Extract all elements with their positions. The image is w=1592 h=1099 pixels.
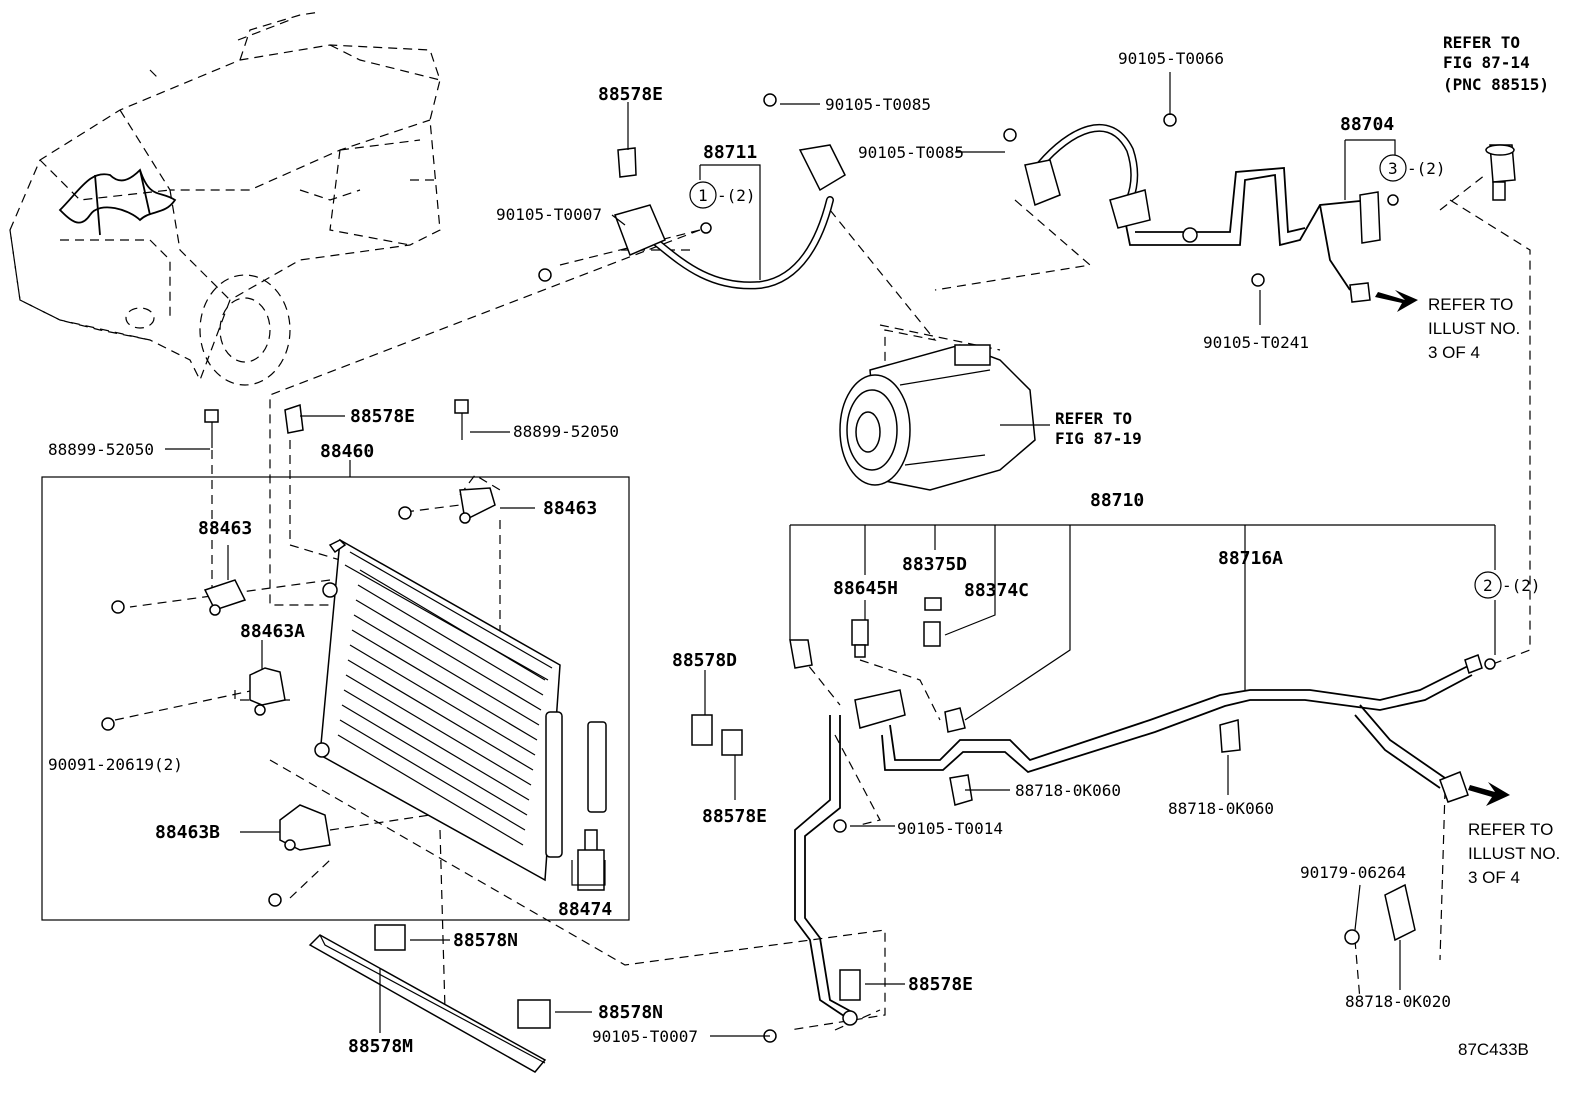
figure-code: 87C433B bbox=[1458, 1040, 1529, 1059]
label-88463A: 88463A bbox=[240, 621, 305, 642]
circle-2-qty: -(2) bbox=[1502, 576, 1541, 595]
circle-2-number: 2 bbox=[1483, 576, 1493, 595]
pipe-88716A bbox=[881, 654, 1496, 803]
circle-1-qty: -(2) bbox=[717, 186, 756, 205]
label-88375D: 88375D bbox=[902, 554, 967, 575]
circle-3-number: 3 bbox=[1388, 159, 1398, 178]
label-88718-0K060-b: 88718-0K060 bbox=[1168, 799, 1274, 818]
label-90105-T0014: 90105-T0014 bbox=[897, 819, 1003, 838]
label-90105-T0007-top: 90105-T0007 bbox=[496, 205, 602, 224]
label-88463-right: 88463 bbox=[543, 498, 597, 519]
compressor bbox=[839, 344, 1050, 491]
note-illust-top-line3: 3 OF 4 bbox=[1428, 343, 1480, 362]
label-88460: 88460 bbox=[320, 441, 374, 462]
label-88463-left: 88463 bbox=[198, 518, 252, 539]
reference-notes: REFER TO FIG 87-14 (PNC 88515) REFER TO … bbox=[1055, 33, 1560, 1059]
label-88578E-bot: 88578E bbox=[908, 974, 973, 995]
label-88711: 88711 bbox=[703, 142, 757, 163]
label-88463B: 88463B bbox=[155, 822, 220, 843]
refer-arrows bbox=[1375, 290, 1510, 806]
label-88704: 88704 bbox=[1340, 114, 1394, 135]
part-labels: 88578E 88711 90105-T0085 90105-T0085 901… bbox=[48, 49, 1451, 1057]
label-90105-T0007-bot: 90105-T0007 bbox=[592, 1027, 698, 1046]
label-88474: 88474 bbox=[558, 899, 612, 920]
condenser-88460 bbox=[314, 538, 607, 891]
note-fig8719-line2: FIG 87-19 bbox=[1055, 429, 1142, 448]
circle-1-marker bbox=[689, 181, 717, 209]
label-88710: 88710 bbox=[1090, 490, 1144, 511]
callout-leaders bbox=[165, 72, 1496, 1037]
label-90105-T0085-a: 90105-T0085 bbox=[825, 95, 931, 114]
label-88578E-top: 88578E bbox=[598, 84, 663, 105]
label-90091-20619: 90091-20619(2) bbox=[48, 755, 183, 774]
label-88716A: 88716A bbox=[1218, 548, 1283, 569]
vehicle-illustration bbox=[9, 11, 441, 386]
circle-2-marker bbox=[1474, 571, 1502, 599]
note-illust-bot-line3: 3 OF 4 bbox=[1468, 868, 1520, 887]
strip-88578M bbox=[308, 934, 547, 1073]
label-88578E-mid: 88578E bbox=[350, 406, 415, 427]
circle-markers: 1 -(2) 3 -(2) 2 -(2) bbox=[689, 154, 1541, 599]
label-90105-T0066: 90105-T0066 bbox=[1118, 49, 1224, 68]
pipe-88710 bbox=[763, 689, 906, 1043]
label-90105-T0085-b: 90105-T0085 bbox=[858, 143, 964, 162]
label-88578M: 88578M bbox=[348, 1036, 413, 1057]
leader-lines bbox=[114, 174, 1531, 1031]
note-fig8714-line2: FIG 87-14 bbox=[1443, 53, 1530, 72]
note-fig8714-line1: REFER TO bbox=[1443, 33, 1520, 52]
circle-3-marker bbox=[1379, 154, 1407, 182]
condenser-group-box bbox=[41, 460, 630, 921]
hose-88711 bbox=[538, 93, 1265, 290]
foam-pads bbox=[284, 147, 861, 1029]
label-88374C: 88374C bbox=[964, 580, 1029, 601]
label-88718-0K020: 88718-0K020 bbox=[1345, 992, 1451, 1011]
label-88718-0K060-a: 88718-0K060 bbox=[1015, 781, 1121, 800]
note-illust-top-line1: REFER TO bbox=[1428, 295, 1513, 314]
note-illust-top-line2: ILLUST NO. bbox=[1428, 319, 1520, 338]
label-88578N-b: 88578N bbox=[598, 1002, 663, 1023]
label-90105-T0241: 90105-T0241 bbox=[1203, 333, 1309, 352]
condenser-brackets bbox=[101, 399, 496, 907]
note-fig8714-line3: (PNC 88515) bbox=[1443, 75, 1549, 94]
label-88645H: 88645H bbox=[833, 578, 898, 599]
label-88899-52050-right: 88899-52050 bbox=[513, 422, 619, 441]
circle-1-number: 1 bbox=[698, 186, 708, 205]
note-illust-bot-line2: ILLUST NO. bbox=[1468, 844, 1560, 863]
expansion-valve bbox=[1485, 144, 1516, 201]
label-88578D: 88578D bbox=[672, 650, 737, 671]
hose-88704 bbox=[1024, 123, 1381, 303]
label-88578N-a: 88578N bbox=[453, 930, 518, 951]
condenser-fins bbox=[337, 569, 546, 846]
circle-3-qty: -(2) bbox=[1407, 159, 1446, 178]
label-88899-52050-left: 88899-52050 bbox=[48, 440, 154, 459]
pressure-switches bbox=[789, 597, 1416, 945]
label-90179-06264: 90179-06264 bbox=[1300, 863, 1406, 882]
note-fig8719-line1: REFER TO bbox=[1055, 409, 1132, 428]
note-illust-bot-line1: REFER TO bbox=[1468, 820, 1553, 839]
label-88578E-d: 88578E bbox=[702, 806, 767, 827]
